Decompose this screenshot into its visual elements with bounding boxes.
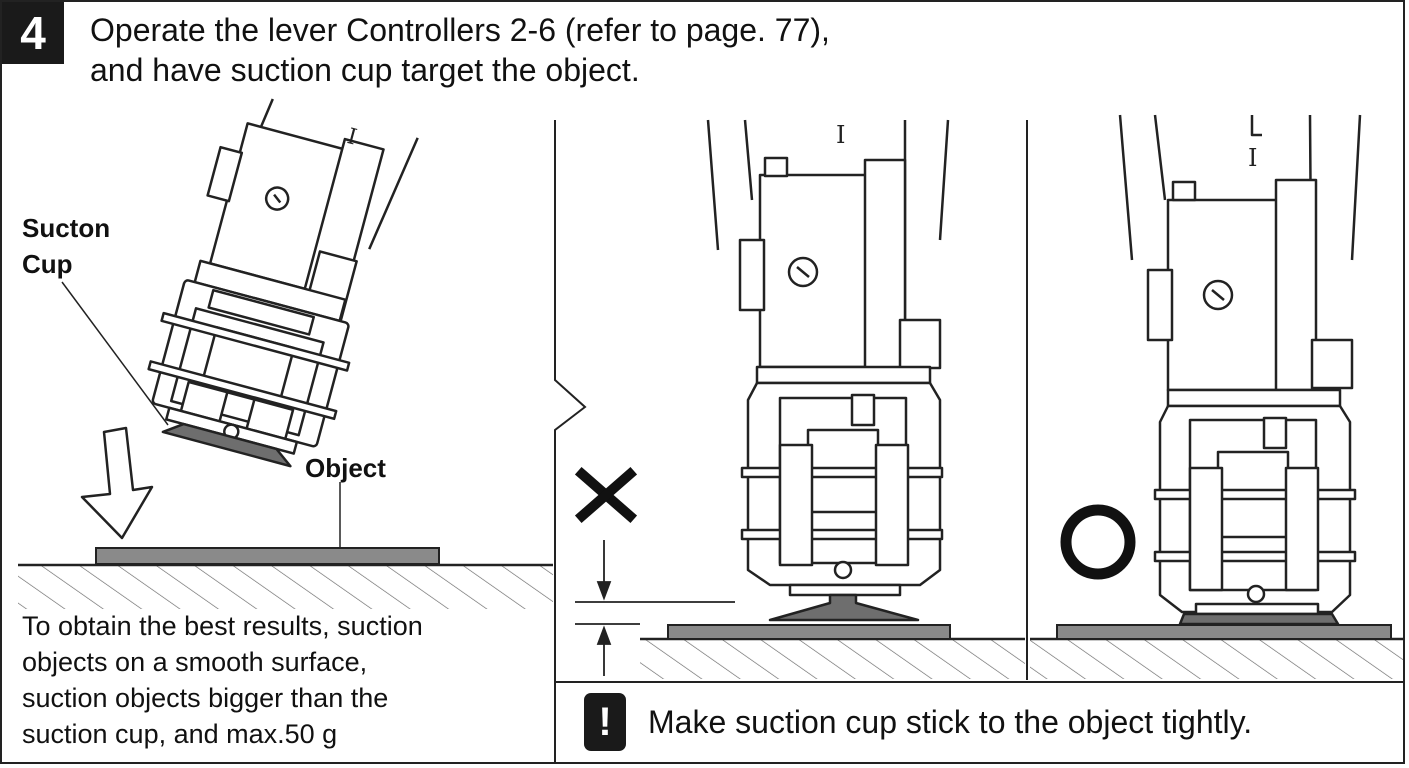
suction-cup-leader-line <box>61 281 169 426</box>
panel-dividers <box>554 120 1405 764</box>
object-plate-middle <box>667 624 951 640</box>
ground-right <box>1030 637 1403 679</box>
usage-note-line-3: suction objects bigger than the <box>22 683 389 713</box>
instruction-line-1: Operate the lever Controllers 2-6 (refer… <box>90 12 830 48</box>
tip-callout: ! Make suction cup stick to the object t… <box>584 690 1252 754</box>
cross-mark-icon <box>574 466 638 524</box>
usage-note-line-1: To obtain the best results, suction <box>22 611 423 641</box>
svg-text:I: I <box>1248 144 1257 172</box>
usage-note-line-4: suction cup, and max.50 g <box>22 719 338 749</box>
ground-left <box>18 563 553 609</box>
ground-middle <box>640 637 1025 679</box>
object-label: Object <box>305 453 386 483</box>
usage-note: To obtain the best results, suction obje… <box>22 608 542 752</box>
down-arrow-icon <box>80 426 154 540</box>
robot-arm-tilted: I <box>147 98 419 468</box>
object-plate-left <box>95 547 440 565</box>
gap-dimension-marker <box>575 540 735 676</box>
step-instruction: Operate the lever Controllers 2-6 (refer… <box>90 10 1050 90</box>
exclamation-icon: ! <box>584 693 626 751</box>
step-number-badge: 4 <box>2 2 64 64</box>
robot-arm-attached: I <box>1118 114 1362 626</box>
object-plate-right <box>1056 624 1392 640</box>
circle-mark-icon <box>1060 504 1136 580</box>
robot-arm-lifted: I <box>706 119 950 622</box>
tip-text: Make suction cup stick to the object tig… <box>648 703 1253 740</box>
suction-cup-label-line-1: Sucton <box>22 213 111 243</box>
usage-note-line-2: objects on a smooth surface, <box>22 647 368 677</box>
suction-cup-label: Sucton Cup <box>22 210 110 282</box>
instruction-line-2: and have suction cup target the object. <box>90 52 640 88</box>
suction-cup-label-line-2: Cup <box>22 249 73 279</box>
svg-text:I: I <box>836 121 845 149</box>
